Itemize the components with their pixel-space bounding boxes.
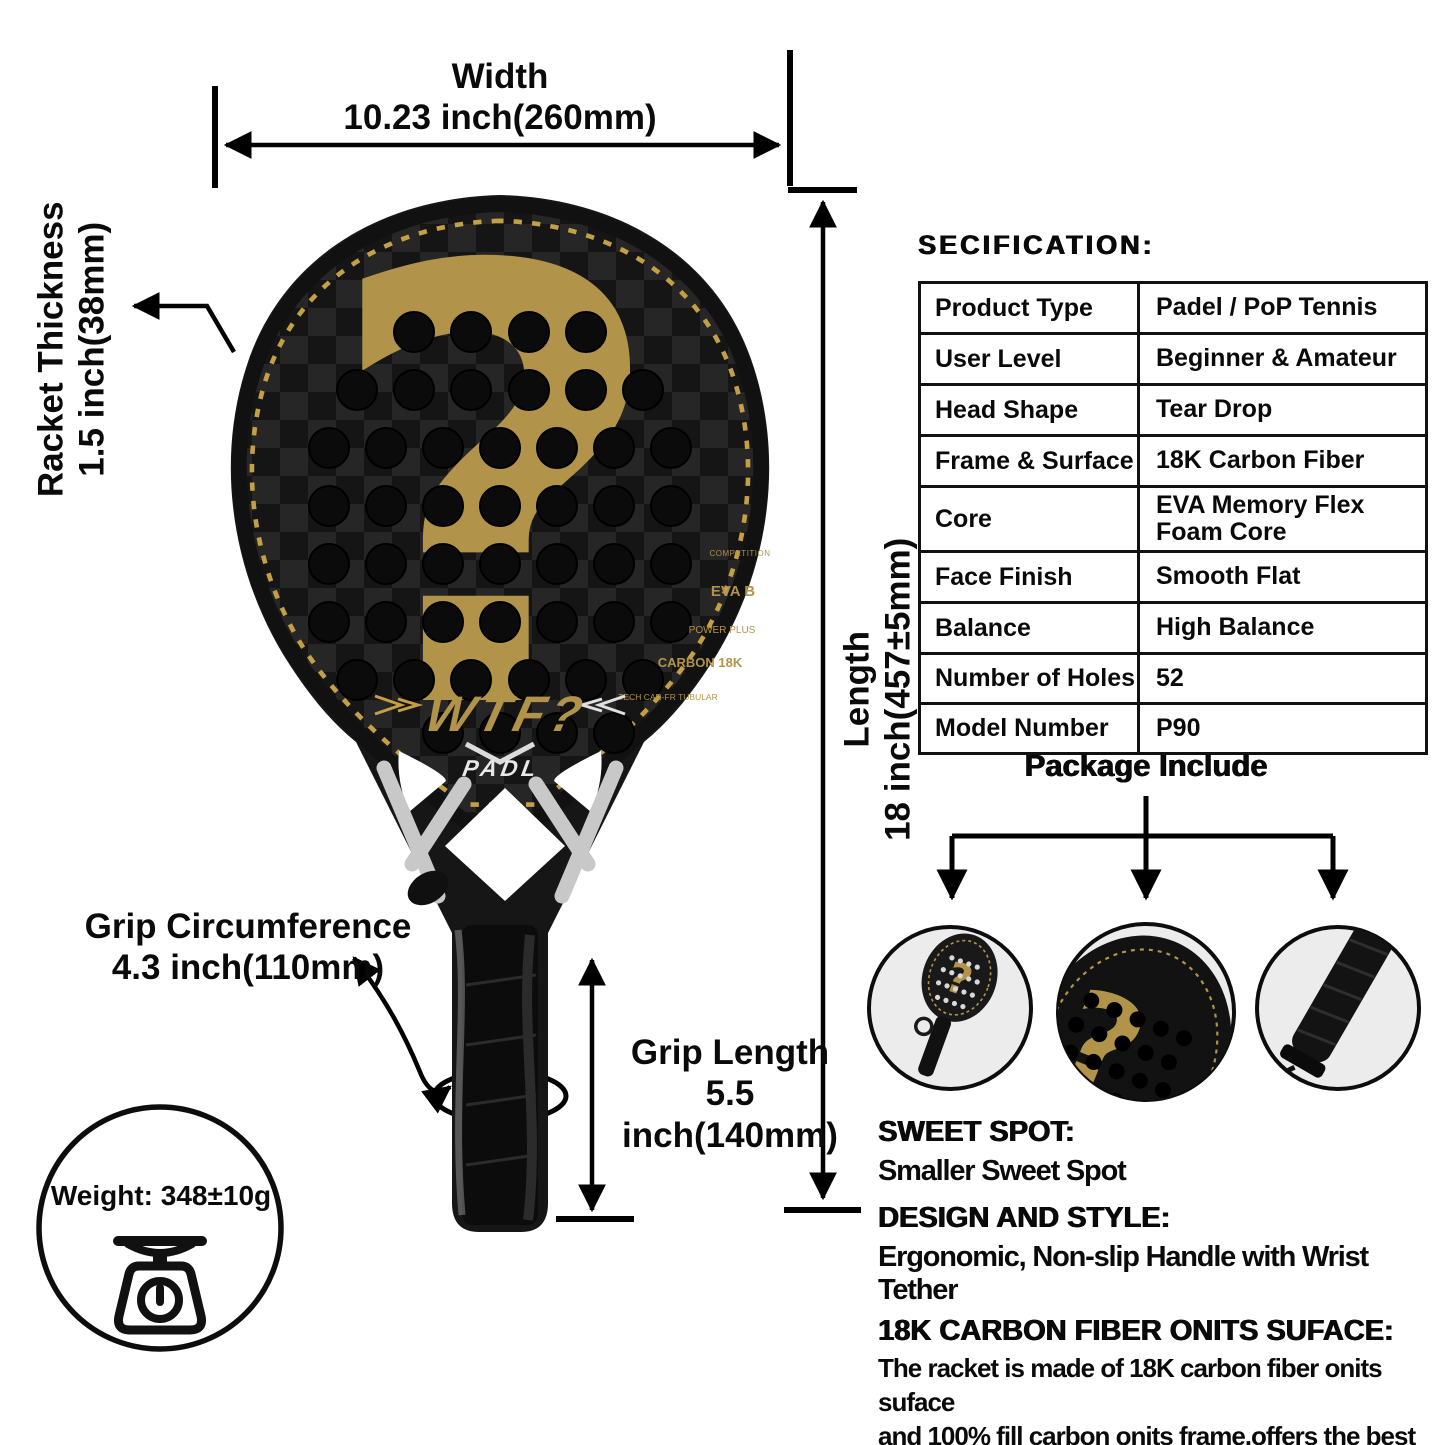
carbon-line: and 100% fill carbon onits frame,offers … (878, 1420, 1416, 1445)
grip-length-name: Grip Length (630, 1033, 830, 1072)
width-label: Width (451, 57, 549, 96)
spec-row-label: Balance (921, 604, 1137, 652)
handle-grip (454, 925, 538, 1225)
spec-row-value: 18K Carbon Fiber (1140, 437, 1425, 485)
carbon-fiber-title: 18K CARBON FIBER ONITS SUFACE: (878, 1315, 1394, 1347)
racket-illustration: ? COMPETITION EVA B POWER PLUS CARBON 18… (230, 143, 770, 1232)
brand-chevron (464, 741, 536, 765)
thickness-dimension-label: Racket Thickness 1.5 inch(38mm) (31, 154, 114, 544)
weight-value: Weight: 348±10g (50, 1180, 272, 1211)
table-row: User Level Beginner & Amateur (921, 335, 1425, 383)
scale-icon (113, 1236, 207, 1335)
spec-row-label: Number of Holes (921, 655, 1137, 702)
sweet-spot-text: Smaller Sweet Spot (878, 1155, 1127, 1187)
table-row: Head Shape Tear Drop (921, 386, 1425, 434)
wrist-strap-nub (407, 870, 449, 906)
width-dimension-label: Width 10.23 inch(260mm) (290, 56, 710, 139)
racket-holes (308, 311, 692, 754)
throat-cutouts (398, 751, 602, 901)
spec-row-label: Model Number (921, 705, 1137, 752)
length-label: Length (837, 630, 877, 748)
carbon-fiber-paragraph: The racket is made of 18K carbon fiber o… (878, 1352, 1444, 1445)
length-dimension (784, 187, 861, 1213)
spec-table: Product Type Padel / PoP Tennis User Lev… (918, 281, 1428, 755)
spec-row-value: EVA Memory Flex Foam Core (1140, 488, 1425, 550)
spec-row-label: Product Type (921, 284, 1137, 332)
thickness-value: 1.5 inch(38mm) (73, 221, 112, 477)
grip-length-label: Grip Length 5.5 inch(140mm) (596, 1032, 864, 1156)
grip-circumference-label: Grip Circumference 4.3 inch(110mm) (38, 906, 458, 989)
spec-row-value: Padel / PoP Tennis (1140, 284, 1425, 332)
weight-badge (36, 1104, 284, 1352)
grip-circumference-leader (352, 956, 452, 1114)
spec-row-value: Tear Drop (1140, 386, 1425, 434)
package-tree (936, 796, 1349, 901)
features-block: SWEET SPOT: Smaller Sweet Spot DESIGN AN… (878, 1116, 1444, 1445)
competition-label: COMPETITION (709, 549, 770, 558)
length-dimension-label: Length 18 inch(457±5mm) (837, 479, 920, 899)
table-row: Model Number P90 (921, 705, 1425, 752)
brand-area: WTF? PADL (374, 686, 626, 781)
power-plus-label: POWER PLUS (689, 625, 756, 636)
length-value: 18 inch(457±5mm) (879, 537, 918, 841)
spec-row-label: Frame & Surface (921, 437, 1137, 485)
package-item-racket-face: ? (1056, 922, 1236, 1102)
spec-row-value: 52 (1140, 655, 1425, 702)
spec-row-label: User Level (921, 335, 1137, 383)
eva-label: EVA B (711, 583, 755, 600)
brand-text: WTF? (420, 686, 593, 742)
carbon-18k-label: CARBON 18K (658, 655, 743, 670)
spec-row-label: Face Finish (921, 553, 1137, 601)
spec-row-value: Beginner & Amateur (1140, 335, 1425, 383)
spec-title: SECIFICATION: (918, 230, 1155, 260)
thickness-leader (131, 292, 236, 354)
sweet-spot-title: SWEET SPOT: (878, 1116, 1075, 1148)
table-row: Core EVA Memory Flex Foam Core (921, 488, 1425, 550)
table-row: Product Type Padel / PoP Tennis (921, 284, 1425, 332)
spec-row-value: Smooth Flat (1140, 553, 1425, 601)
package-include-title: Package Include (1024, 748, 1268, 783)
table-row: Face Finish Smooth Flat (921, 553, 1425, 601)
gold-dashed-ring (249, 218, 751, 807)
carbon-line: The racket is made of 18K carbon fiber o… (878, 1353, 1383, 1417)
spec-row-value: High Balance (1140, 604, 1425, 652)
table-row: Balance High Balance (921, 604, 1425, 652)
sub-brand-text: PADL (461, 755, 542, 781)
width-value: 10.23 inch(260mm) (343, 98, 657, 138)
grip-length-dimension (556, 957, 634, 1222)
design-style-text: Ergonomic, Non-slip Handle with Wrist Te… (878, 1241, 1369, 1306)
package-item-racket-full: ? (867, 925, 1033, 1091)
face-tech-labels: COMPETITION EVA B POWER PLUS CARBON 18K … (618, 549, 770, 702)
grip-length-value: 5.5 inch(140mm) (622, 1074, 838, 1155)
package-item-grip (1255, 925, 1421, 1091)
table-row: Number of Holes 52 (921, 655, 1425, 702)
spec-row-label: Head Shape (921, 386, 1137, 434)
spec-row-value: P90 (1140, 705, 1425, 752)
thickness-label: Racket Thickness (31, 201, 71, 498)
tech-tubular-label: TECH CAR-FR TUBULAR (618, 692, 718, 702)
grip-circumference-value: 4.3 inch(110mm) (111, 948, 385, 988)
table-row: Frame & Surface 18K Carbon Fiber (921, 437, 1425, 485)
grip-circumference-name: Grip Circumference (84, 907, 412, 946)
design-style-title: DESIGN AND STYLE: (878, 1202, 1171, 1234)
width-dimension (212, 50, 793, 188)
spec-row-label: Core (921, 488, 1137, 550)
